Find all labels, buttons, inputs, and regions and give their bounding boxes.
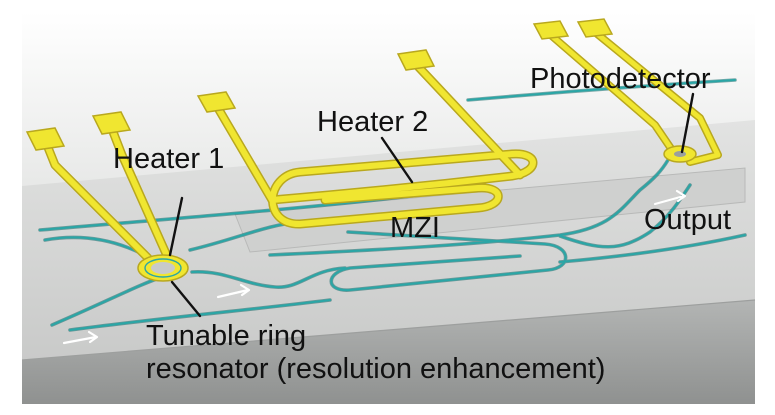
heater-2-metal [210,55,538,229]
pad-5 [532,20,570,40]
pad-2 [91,111,132,135]
lower-bus-waveguide [69,299,331,331]
ring-pointer [170,280,202,318]
pad-1 [25,127,66,151]
pad-3 [196,91,237,113]
chip-front-face [22,300,755,404]
label-output: Output [644,204,731,236]
label-photodetector: Photodetector [530,63,711,95]
heater-1-pointer [168,196,184,257]
output-arrow [653,189,687,206]
label-heater-1: Heater 1 [113,143,224,175]
input-arrow [62,330,99,345]
pad-6 [576,18,614,38]
ring-resonator [137,254,189,282]
back-waveguide [467,79,736,101]
mzi-combiner-waveguide [269,159,669,256]
label-mzi: MZI [390,212,440,244]
ring-drop-waveguide [191,267,346,289]
chip-top-surface [22,120,755,360]
bond-pads [25,18,614,151]
photodetector-metal [541,24,722,166]
label-pointers [168,92,695,318]
light-arrows [62,189,687,345]
label-ring-line-1: Tunable ring [146,320,306,352]
mzi-lower-spiral [330,231,567,292]
output-waveguide [559,234,746,263]
label-ring-line-2: resonator (resolution enhancement) [146,353,605,385]
photodetector-pointer [680,92,695,154]
mid-arrow [216,283,251,299]
pad-4 [396,49,436,71]
label-heater-2: Heater 2 [317,106,428,138]
heater-2-pointer [380,136,414,184]
